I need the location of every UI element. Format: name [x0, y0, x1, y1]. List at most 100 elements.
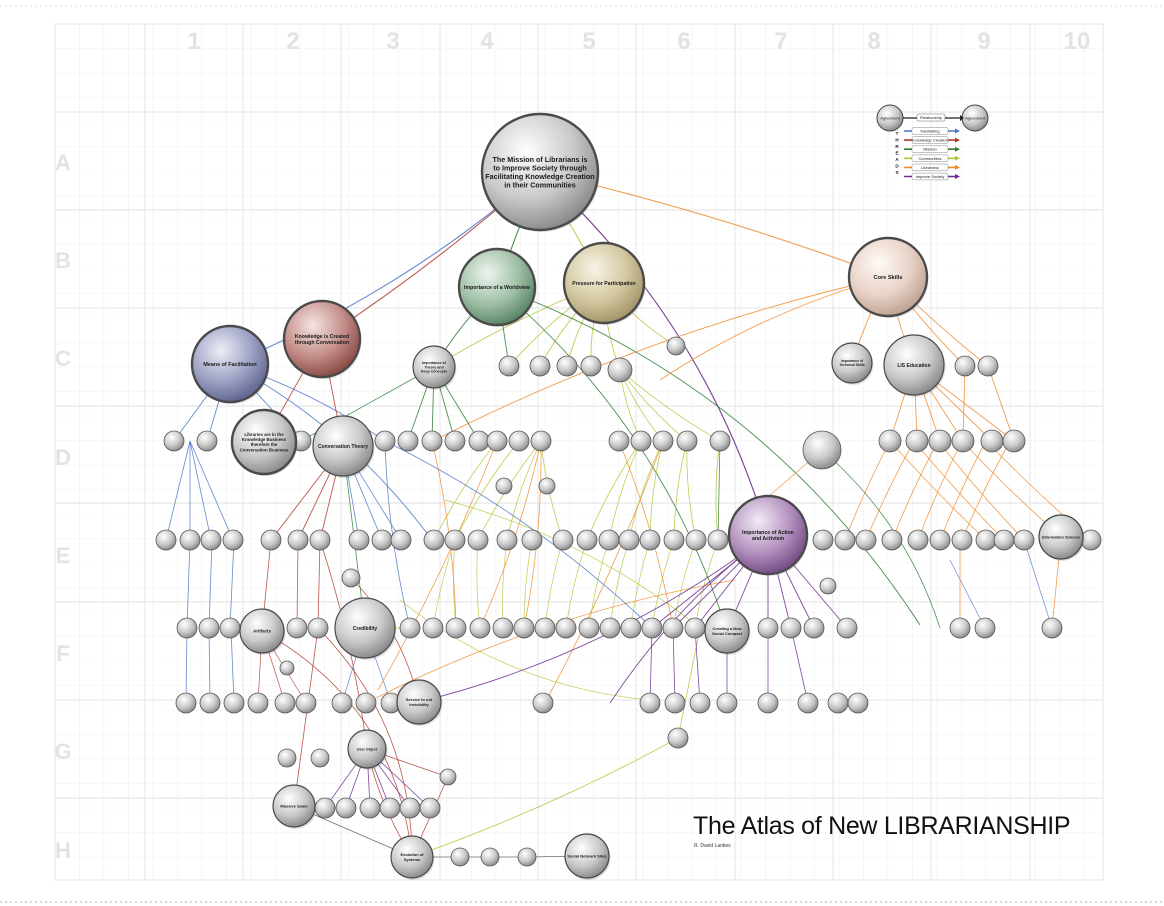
- node-label: Social Compact: [712, 631, 743, 636]
- concept-node: [508, 430, 530, 452]
- legend-thread-label: Facilitating: [920, 129, 939, 134]
- concept-node: [977, 355, 999, 377]
- connection-line: [544, 539, 564, 629]
- concept-node: [974, 617, 996, 639]
- concept-node: [199, 692, 221, 714]
- concept-node: [331, 692, 353, 714]
- concept-node: [390, 529, 412, 551]
- concept-node: [335, 797, 357, 819]
- concept-node: [618, 529, 640, 551]
- concept-node: [538, 477, 556, 495]
- concept-node: [812, 529, 834, 551]
- connection-line: [317, 539, 321, 629]
- concept-node: [881, 529, 903, 551]
- legend-threads-letter: D: [895, 164, 899, 169]
- concept-node: [419, 797, 441, 819]
- concept-node: [348, 529, 370, 551]
- concept-node-theory: [412, 345, 456, 389]
- connection-line: [296, 539, 299, 629]
- node-label: Means of Facilitation: [203, 362, 256, 368]
- connection-line: [434, 276, 889, 441]
- column-number: 7: [774, 28, 787, 55]
- concept-node: [295, 692, 317, 714]
- connection-line: [961, 440, 1011, 541]
- connection-line: [229, 539, 235, 629]
- concept-node-facilitation: [190, 324, 270, 404]
- connection-line: [649, 440, 664, 541]
- connection-line: [454, 440, 520, 541]
- concept-node: [630, 430, 652, 452]
- connection-line: [608, 440, 642, 541]
- concept-node: [399, 797, 421, 819]
- column-number: 5: [582, 28, 595, 55]
- concept-node: [155, 529, 177, 551]
- connection-line: [539, 171, 769, 536]
- concept-node: [260, 529, 282, 551]
- concept-node: [716, 692, 738, 714]
- concept-node: [445, 617, 467, 639]
- connection-line: [208, 627, 211, 704]
- connection-line: [476, 539, 481, 629]
- concept-node: [836, 617, 858, 639]
- legend-threads-letter: T: [896, 131, 899, 136]
- concept-node: [663, 529, 685, 551]
- concept-node: [486, 430, 508, 452]
- concept-node: [309, 529, 331, 551]
- concept-node: [949, 617, 971, 639]
- connection-line: [433, 440, 498, 541]
- concept-node: [444, 430, 466, 452]
- node-label: Artifacts: [253, 629, 271, 634]
- connection-line: [917, 440, 963, 541]
- connection-line: [384, 440, 653, 629]
- connection-line: [586, 440, 642, 541]
- concept-node: [993, 529, 1015, 551]
- node-label: Importance of: [841, 359, 864, 363]
- node-label: Conversation Theory: [318, 444, 368, 450]
- concept-node: [175, 692, 197, 714]
- concept-node: [198, 617, 220, 639]
- concept-node: [951, 429, 975, 453]
- connection-line: [185, 627, 188, 704]
- column-number: 6: [677, 28, 690, 55]
- concept-node: [709, 430, 731, 452]
- concept-node: [179, 529, 201, 551]
- concept-node: [855, 529, 877, 551]
- node-label: Importance of a Worldview: [464, 285, 531, 291]
- concept-node: [480, 847, 500, 867]
- connection-line: [588, 539, 610, 629]
- concept-node: [598, 529, 620, 551]
- concept-node: [819, 577, 837, 595]
- concept-node-activism: [727, 494, 809, 576]
- concept-node: [219, 617, 241, 639]
- concept-node: [827, 692, 849, 714]
- concept-node: [530, 430, 552, 452]
- concept-node: [450, 847, 470, 867]
- legend-node-label: Agreement: [965, 116, 985, 121]
- concept-node: [532, 692, 554, 714]
- concept-node-credibility: [334, 597, 396, 659]
- column-number: 2: [286, 28, 299, 55]
- node-label: Facilitating Knowledge Creation: [485, 172, 594, 181]
- row-letter: F: [56, 641, 69, 666]
- concept-node: [847, 692, 869, 714]
- concept-node: [529, 355, 551, 377]
- concept-node: [607, 357, 633, 383]
- row-letter: D: [55, 445, 71, 470]
- node-label: Social Network Sites: [567, 853, 607, 858]
- concept-node: [639, 692, 661, 714]
- concept-node: [521, 529, 543, 551]
- concept-node: [556, 355, 578, 377]
- concept-node: [576, 529, 598, 551]
- connection-line: [165, 440, 191, 541]
- concept-node: [552, 529, 574, 551]
- row-letter: C: [55, 346, 71, 371]
- connection-line: [399, 599, 651, 701]
- concept-node: [496, 529, 518, 551]
- concept-node: [222, 529, 244, 551]
- concept-node: [951, 529, 973, 551]
- connection-line: [939, 440, 987, 541]
- concept-node: [534, 617, 556, 639]
- node-label: Knowledge is Created: [295, 334, 349, 340]
- concept-node: [780, 617, 802, 639]
